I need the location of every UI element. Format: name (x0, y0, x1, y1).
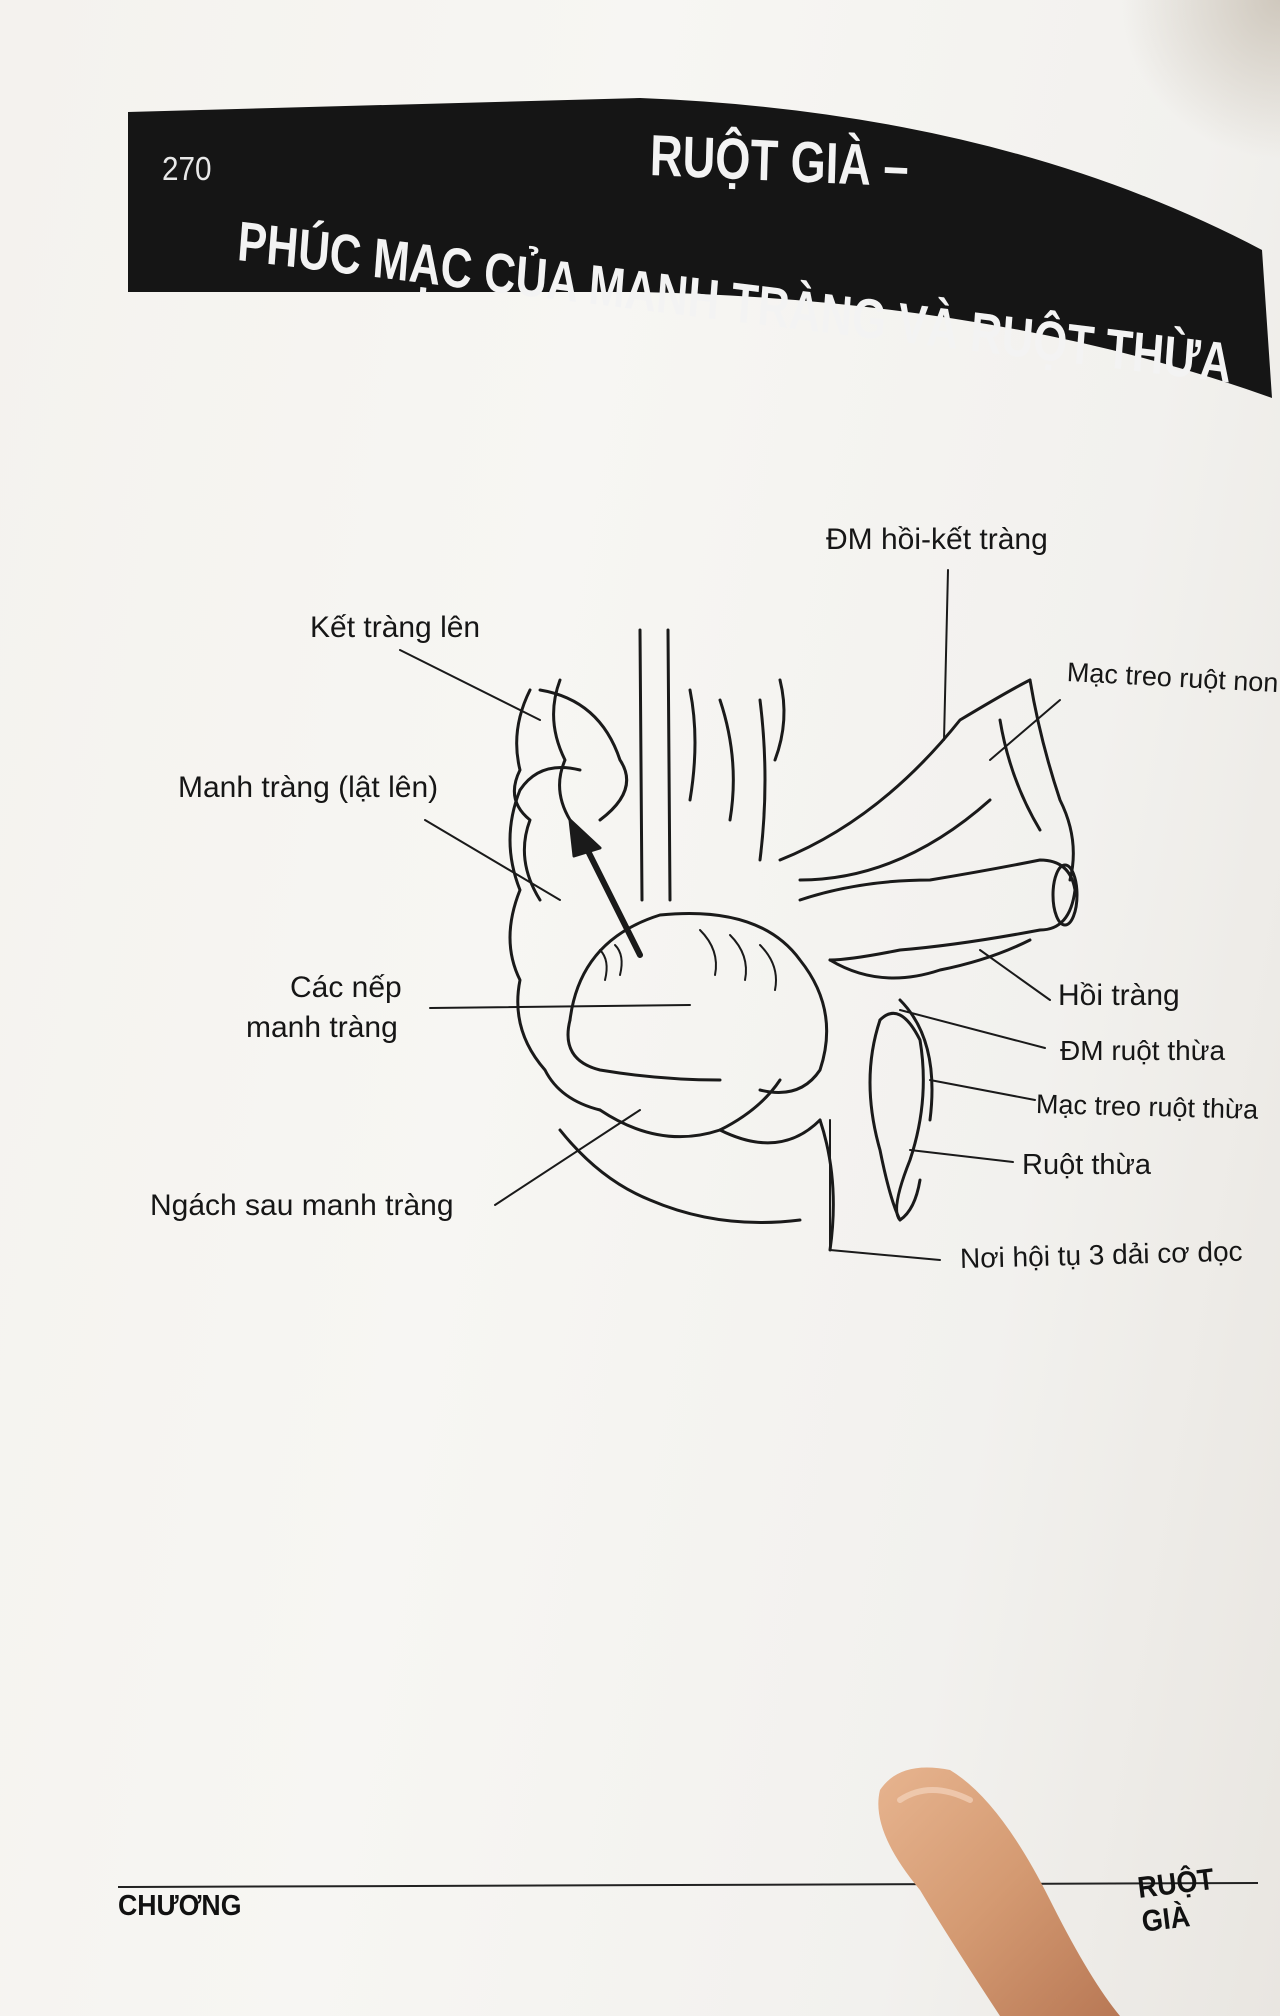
anatomy-illustration: ĐM hồi-kết tràng Kết tràng lên Mạc treo … (150, 523, 1279, 1274)
label-mesoappendix: Mạc treo ruột thừa (1035, 1089, 1259, 1125)
label-cecum-lifted: Manh tràng (lật lên) (178, 771, 439, 804)
label-cecal-folds-line2: manh tràng (246, 1011, 398, 1044)
thumb-image (878, 1767, 1120, 2016)
cecum-appendix-drawing (399, 569, 1079, 1261)
label-ileocolic-artery: ĐM hồi-kết tràng (826, 523, 1048, 556)
page-corner-shadow (1120, 0, 1280, 160)
footer-chapter-label: CHƯƠNG (118, 1890, 242, 1922)
label-retrocecal-recess: Ngách sau manh tràng (150, 1189, 454, 1222)
label-ascending-colon: Kết tràng lên (310, 611, 481, 644)
page-number: 270 (162, 150, 212, 187)
label-appendix: Ruột thừa (1022, 1149, 1152, 1181)
label-appendicular-artery: ĐM ruột thừa (1060, 1035, 1226, 1066)
header-band-shape (128, 98, 1272, 398)
label-ileum: Hồi tràng (1058, 979, 1180, 1012)
chapter-header: 270 RUỘT GIÀ – PHÚC MẠC CỦA MANH TRÀNG V… (0, 0, 1280, 420)
label-cecal-folds-line1: Các nếp (290, 971, 402, 1004)
